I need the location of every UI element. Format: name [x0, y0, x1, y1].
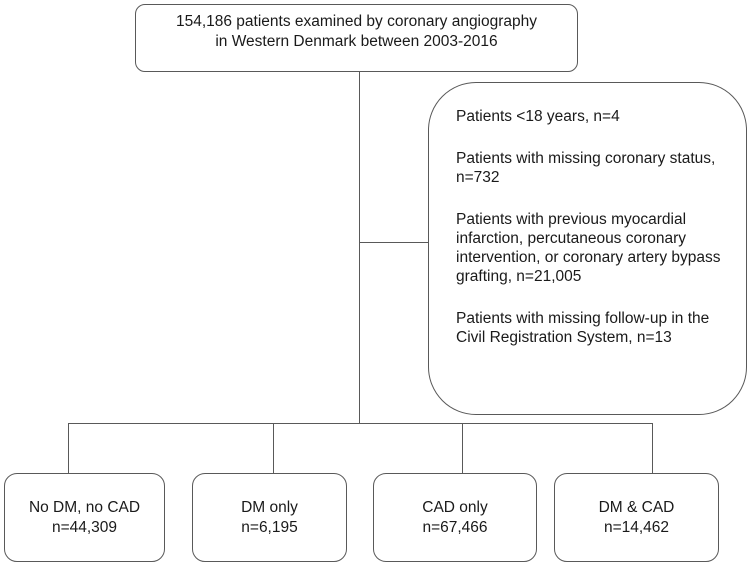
- group-box-dm-only: DM only n=6,195: [192, 473, 347, 562]
- group-count: n=14,462: [603, 518, 670, 536]
- group-count: n=6,195: [241, 518, 298, 536]
- connector-drop-no-dm-no-cad: [68, 423, 69, 473]
- group-label: CAD only: [422, 498, 488, 516]
- exclusions-box: Patients <18 years, n=4 Patients with mi…: [428, 82, 747, 415]
- group-label: DM only: [241, 498, 298, 516]
- connector-vertical-trunk: [359, 72, 360, 423]
- connector-drop-dm-and-cad: [652, 423, 653, 473]
- group-count: n=67,466: [422, 518, 488, 536]
- exclusion-item-missing-status: Patients with missing coronary status, n…: [456, 150, 716, 186]
- group-label: No DM, no CAD: [28, 498, 141, 516]
- exclusion-item-previous-mi: Patients with previous myocardial infarc…: [456, 211, 721, 285]
- source-population-line2: in Western Denmark between 2003-2016: [215, 33, 498, 50]
- connector-exclusion-branch: [359, 242, 428, 243]
- group-box-dm-and-cad: DM & CAD n=14,462: [554, 473, 719, 562]
- source-population-box: 154,186 patients examined by coronary an…: [135, 4, 578, 72]
- source-population-line1: 154,186 patients examined by coronary an…: [175, 13, 538, 30]
- exclusion-item-missing-followup: Patients with missing follow-up in the C…: [456, 310, 710, 346]
- connector-distributor: [68, 423, 653, 424]
- group-box-no-dm-no-cad: No DM, no CAD n=44,309: [4, 473, 165, 562]
- group-box-cad-only: CAD only n=67,466: [373, 473, 537, 562]
- connector-drop-dm-only: [273, 423, 274, 473]
- exclusion-item-under-18: Patients <18 years, n=4: [456, 108, 620, 125]
- connector-drop-cad-only: [462, 423, 463, 473]
- group-label: DM & CAD: [598, 498, 675, 516]
- group-count: n=44,309: [51, 518, 118, 536]
